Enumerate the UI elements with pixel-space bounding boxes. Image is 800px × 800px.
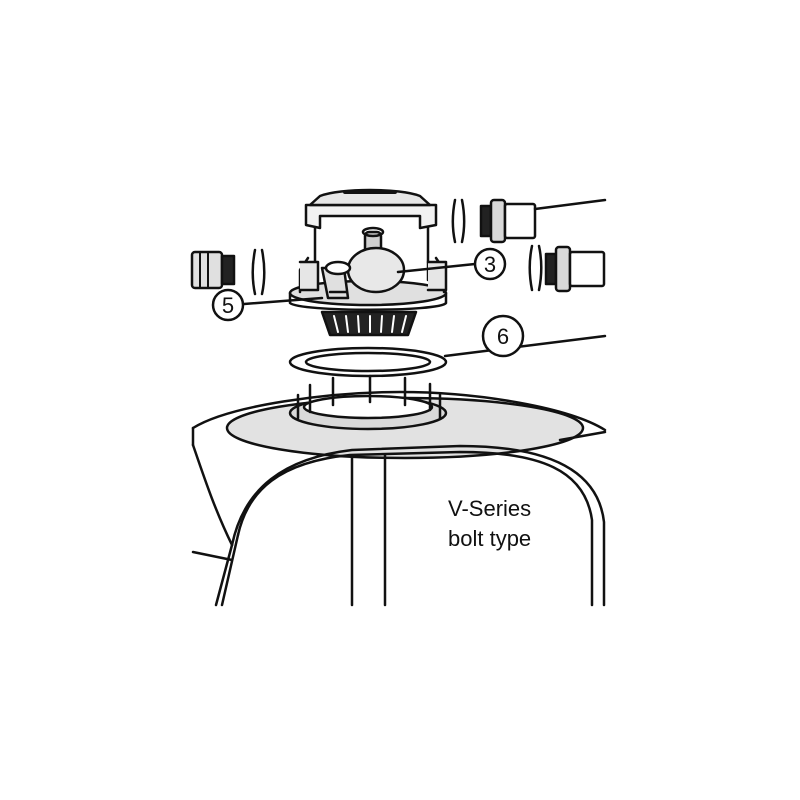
multiport-valve (288, 188, 448, 337)
callout-3: 3 (473, 247, 507, 281)
union-fitting-left (190, 250, 236, 290)
note-line-1: V-Series (448, 496, 531, 521)
leader-line-3 (396, 262, 477, 274)
tank-flange (288, 374, 448, 431)
callout-6-label: 6 (497, 324, 509, 349)
callout-5: 5 (211, 288, 245, 322)
callout-6: 6 (481, 314, 525, 358)
gasket-ring (288, 334, 607, 378)
leader-line-5 (242, 296, 324, 306)
union-fitting-top-right (479, 198, 607, 244)
callout-3-label: 3 (484, 252, 496, 277)
callout-5-label: 5 (222, 293, 234, 318)
note-line-2: bolt type (448, 526, 531, 551)
o-rings (251, 198, 543, 296)
union-fitting-right (544, 245, 606, 293)
